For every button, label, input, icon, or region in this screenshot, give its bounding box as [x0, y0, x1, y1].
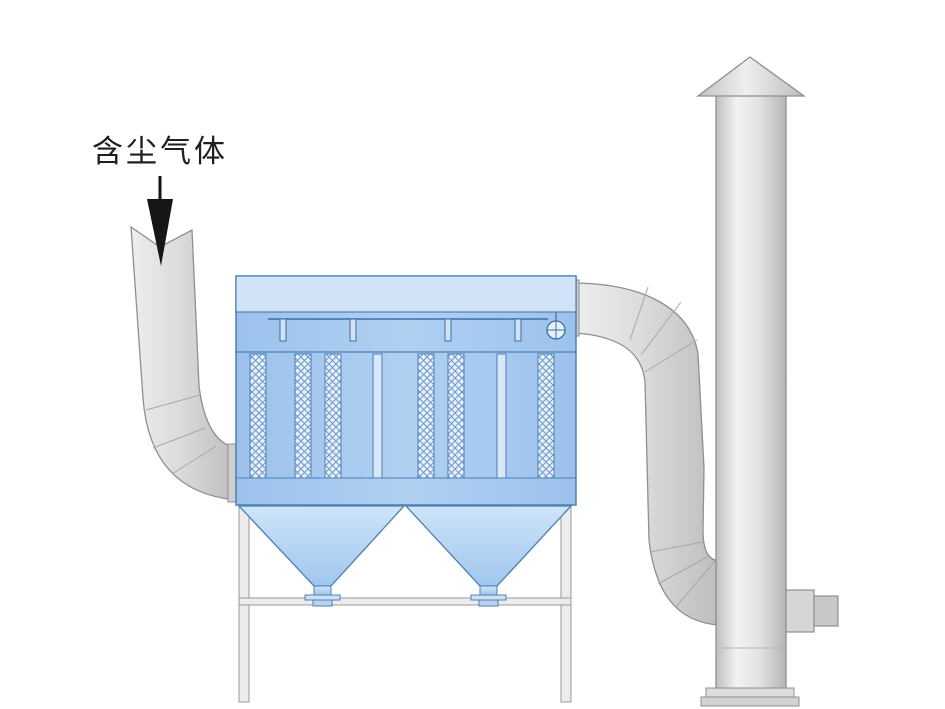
- dust-hopper-left: [237, 505, 406, 587]
- filter-bag: [324, 353, 342, 479]
- pulse-valve-stub: [514, 318, 522, 342]
- outlet-duct-segment-line: [657, 555, 710, 585]
- outlet-duct-segment-line: [644, 339, 698, 373]
- chimney-cap: [696, 56, 807, 97]
- hopper-right-neck: [479, 585, 498, 596]
- inlet-duct-segment-line: [145, 394, 201, 411]
- outlet-duct-segment-line: [675, 560, 716, 608]
- outlet-duct-segment-line: [629, 286, 649, 341]
- inlet-gas-label: 含尘气体: [92, 134, 228, 169]
- chimney-base-lower: [700, 696, 800, 707]
- outlet-duct-segment-line: [640, 301, 682, 356]
- dust-hoppers: [237, 505, 573, 607]
- filter-bag: [537, 353, 555, 479]
- outlet-duct-segment-line: [649, 541, 704, 553]
- hopper-left-flange: [304, 594, 341, 601]
- pulse-valve-stub: [444, 318, 452, 342]
- inlet-duct-segment-line: [171, 445, 217, 475]
- inlet-duct-body: [130, 225, 237, 501]
- outlet-duct: [571, 279, 720, 626]
- filter-bag: [249, 353, 267, 479]
- dust-hopper-right: [404, 505, 573, 587]
- filter-bag: [417, 353, 435, 479]
- pulse-header: [268, 312, 566, 342]
- baghouse-housing: [235, 275, 577, 506]
- hopper-left-outlet: [312, 599, 333, 607]
- housing-body: [235, 275, 577, 506]
- inlet-duct-segment-line: [152, 427, 206, 449]
- bag-cage: [372, 353, 383, 479]
- clean-air-plenum: [235, 275, 577, 313]
- filter-bag: [447, 353, 465, 479]
- hopper-right-flange: [470, 594, 507, 601]
- filter-bags: [249, 353, 555, 479]
- pulse-valve-stub: [279, 318, 287, 342]
- hopper-right-outlet: [478, 599, 499, 607]
- fan-housing: [785, 589, 815, 633]
- fan-unit: [785, 589, 839, 633]
- filter-bag: [294, 353, 312, 479]
- flow-arrow-head: [147, 199, 173, 266]
- hopper-left-neck: [313, 585, 332, 596]
- pulse-valve-stub: [349, 318, 357, 342]
- flow-arrow-icon: [147, 176, 173, 266]
- outlet-duct-body: [575, 282, 720, 626]
- bag-cage: [496, 353, 507, 479]
- fan-motor: [813, 595, 839, 627]
- chimney-body: [715, 94, 787, 693]
- inlet-duct: [130, 225, 238, 503]
- chimney-stack: [696, 56, 807, 707]
- cross-brace: [238, 597, 572, 606]
